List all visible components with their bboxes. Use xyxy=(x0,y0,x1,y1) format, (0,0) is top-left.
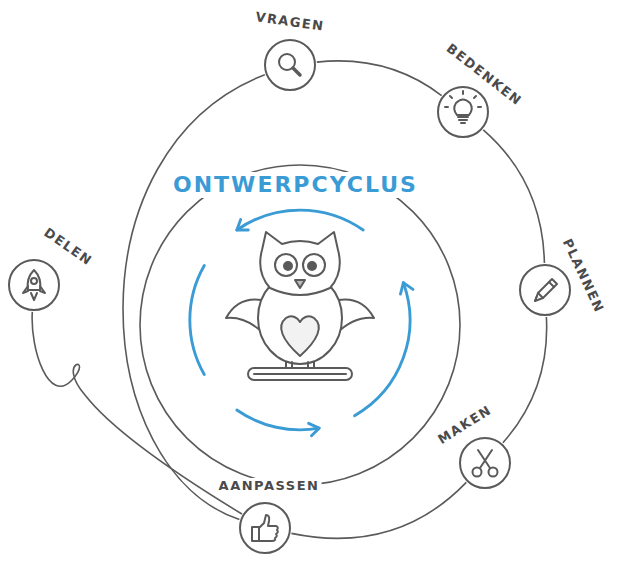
drawing-part xyxy=(259,515,278,541)
drawing-part xyxy=(240,503,290,553)
cycle-connector xyxy=(317,61,442,96)
step-circle: DELEN xyxy=(7,258,61,312)
drawing-part xyxy=(31,278,37,284)
owl-belly xyxy=(281,316,319,356)
cycle-connector xyxy=(32,312,242,514)
drawing-part xyxy=(535,279,557,301)
drawing-part xyxy=(293,68,300,75)
step-circle: VRAGEN xyxy=(263,38,317,92)
drawing-part xyxy=(23,286,45,300)
owl-eye xyxy=(303,254,325,276)
drawing-part xyxy=(28,270,41,290)
drawing-part xyxy=(473,450,498,477)
book xyxy=(248,368,352,380)
step-label: AANPASSEN xyxy=(217,478,322,494)
arrow-head xyxy=(400,283,412,294)
arrow-arc xyxy=(190,265,204,374)
drawing-part xyxy=(252,527,259,541)
cycle-connector xyxy=(503,317,547,443)
drawing-part xyxy=(520,265,570,315)
drawing-part xyxy=(460,438,510,488)
drawing-part xyxy=(23,270,45,300)
drawing-part xyxy=(265,40,315,90)
drawing-part xyxy=(252,515,278,541)
drawing-part xyxy=(438,87,488,137)
cycle-arrows xyxy=(190,210,413,436)
step-circle: BEDENKEN xyxy=(436,85,490,139)
arrow-head xyxy=(237,220,248,231)
step-circle: AANPASSEN xyxy=(238,501,292,555)
step-icon xyxy=(7,258,61,312)
drawing-part xyxy=(535,279,557,301)
step-circle: PLANNEN xyxy=(518,263,572,317)
step-icon xyxy=(263,38,317,92)
owl-pupil xyxy=(308,262,316,270)
drawing-part xyxy=(445,91,481,123)
drawing-part xyxy=(445,91,481,123)
arrow-head xyxy=(309,423,320,435)
diagram-title: ONTWERPCYCLUS xyxy=(169,172,422,198)
drawing-part xyxy=(535,282,554,301)
step-circle: MAKEN xyxy=(458,436,512,490)
owl-head xyxy=(260,232,340,295)
step-icon xyxy=(518,263,572,317)
drawing-part xyxy=(9,260,59,310)
owl xyxy=(226,232,374,380)
owl-beak xyxy=(295,280,305,288)
book-page xyxy=(254,373,346,375)
arrow-arc xyxy=(355,283,410,416)
cycle-connector xyxy=(483,130,544,263)
owl-eye xyxy=(275,254,297,276)
drawing-part xyxy=(279,54,300,75)
arrow-arc xyxy=(237,410,319,430)
step-icon xyxy=(238,501,292,555)
step-icon xyxy=(436,85,490,139)
step-icon xyxy=(458,436,512,490)
arrow-arc xyxy=(237,210,363,230)
cycle-connector xyxy=(123,75,265,520)
owl-pupil xyxy=(284,262,292,270)
drawing-part xyxy=(478,450,492,468)
step-label: VRAGEN xyxy=(252,9,327,35)
drawing-part xyxy=(454,100,472,116)
inner-circle xyxy=(140,165,460,485)
